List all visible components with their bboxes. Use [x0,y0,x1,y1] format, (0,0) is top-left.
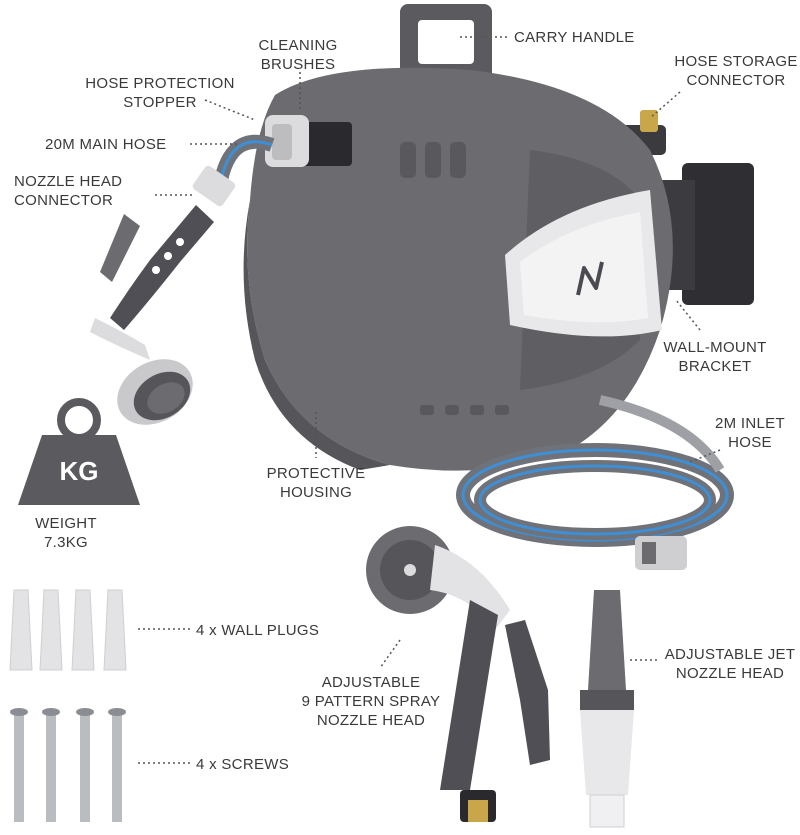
label-protective-housing: PROTECTIVE HOUSING [266,465,366,501]
label-inlet-hose: 2M INLET HOSE [715,415,785,451]
inlet-hose [456,395,734,570]
label-screws: 4 x SCREWS [196,756,290,773]
label-hose-protection-stopper: HOSE PROTECTION STOPPER [85,75,235,111]
wall-plugs [9,589,127,671]
label-nozzle-head-connector: NOZZLE HEAD CONNECTOR [14,173,123,209]
weight-badge-text: KG [59,456,99,486]
spray-nozzle [366,526,550,822]
attached-spray-gun [90,165,236,425]
label-spray-nozzle: ADJUSTABLE 9 PATTERN SPRAY NOZZLE HEAD [301,674,441,729]
carry-handle [400,4,492,84]
reel-housing [243,67,673,471]
jet-nozzle [580,590,634,828]
label-main-hose: 20M MAIN HOSE [45,136,167,153]
label-jet-nozzle: ADJUSTABLE JET NOZZLE HEAD [664,646,796,682]
label-carry-handle: CARRY HANDLE [514,29,635,46]
hose-protection-stopper [265,115,352,167]
label-weight: WEIGHT 7.3KG [35,515,97,551]
brand-logo-icon [576,261,604,296]
screws [10,708,126,822]
label-wall-plugs: 4 x WALL PLUGS [196,622,320,639]
label-wall-mount-bracket: WALL-MOUNT BRACKET [663,339,767,375]
weight-icon [18,398,140,505]
label-hose-storage-connector: HOSE STORAGE CONNECTOR [674,53,798,89]
leader-lines [138,36,721,764]
label-cleaning-brushes: CLEANING BRUSHES [258,37,338,73]
